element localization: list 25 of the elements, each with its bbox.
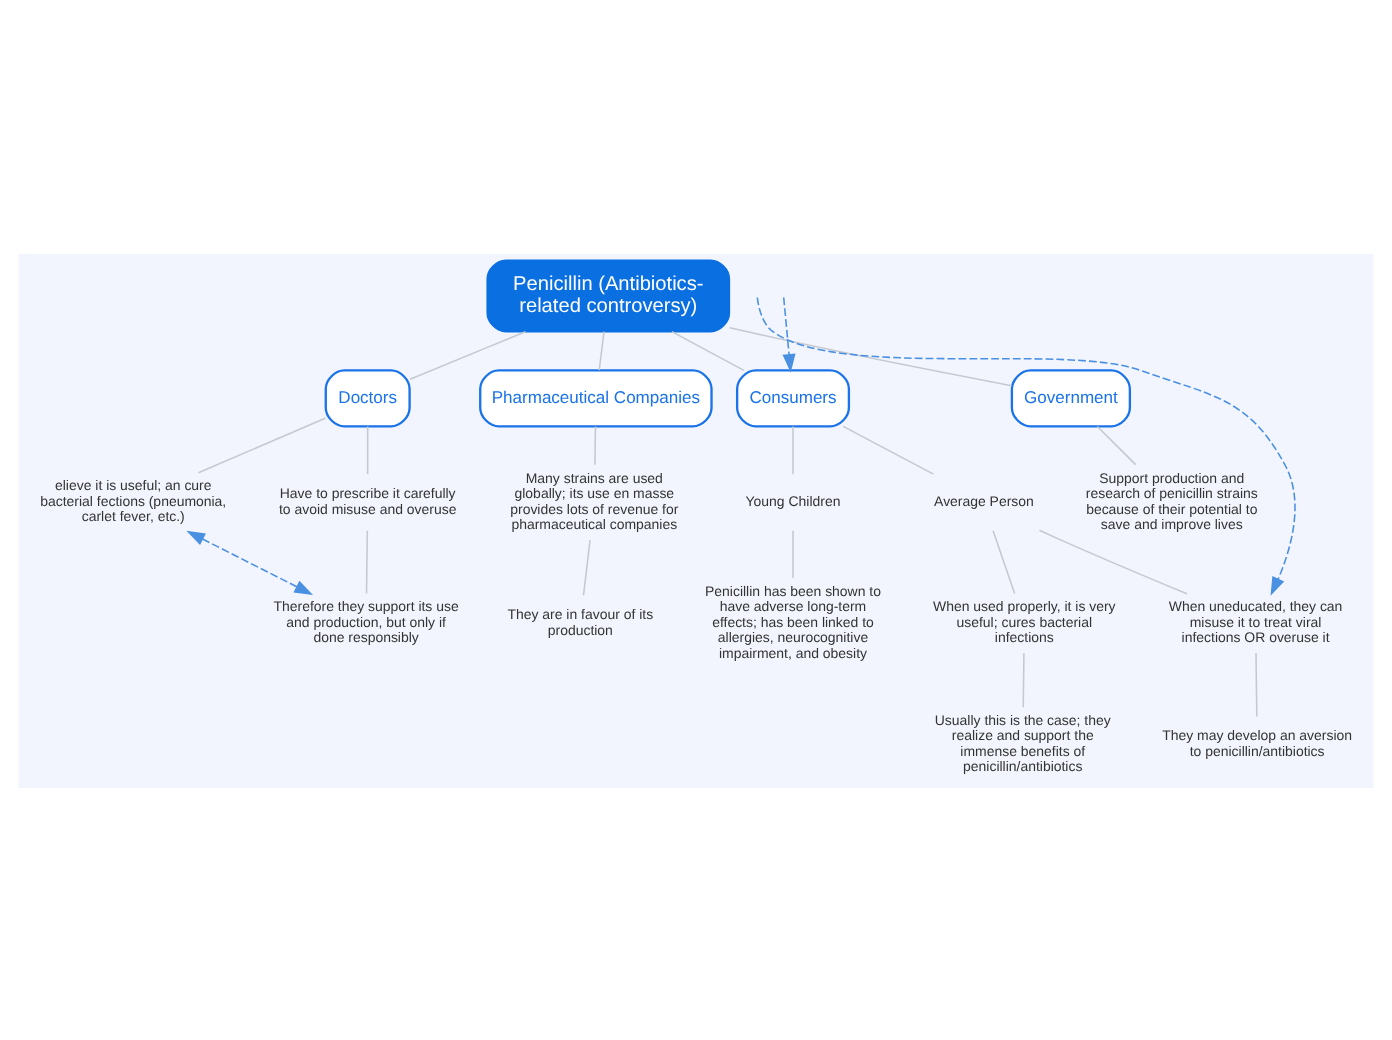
arrow xyxy=(186,529,314,594)
connector xyxy=(792,424,794,474)
connector xyxy=(366,424,369,474)
connector xyxy=(594,424,597,465)
connector xyxy=(792,528,794,578)
connector xyxy=(1255,651,1258,717)
connector xyxy=(1038,528,1188,594)
connector xyxy=(728,325,1013,386)
node-box: Consumers xyxy=(735,368,851,427)
node-box: Doctors xyxy=(324,368,411,427)
node-box: Government xyxy=(1010,368,1132,427)
arrow xyxy=(756,295,1296,595)
connector xyxy=(365,528,369,594)
connector xyxy=(992,528,1016,594)
connector xyxy=(671,329,745,371)
connector xyxy=(1096,424,1137,465)
node-box: Pharmaceutical Companies xyxy=(479,368,713,427)
node-box: Penicillin (Antibiotics-related controversy) xyxy=(486,258,731,332)
connector xyxy=(842,424,935,474)
connector xyxy=(598,329,605,370)
arrow xyxy=(782,295,796,372)
connector xyxy=(1022,651,1025,707)
connector xyxy=(582,538,591,596)
connector xyxy=(409,329,527,380)
connector xyxy=(197,416,326,473)
